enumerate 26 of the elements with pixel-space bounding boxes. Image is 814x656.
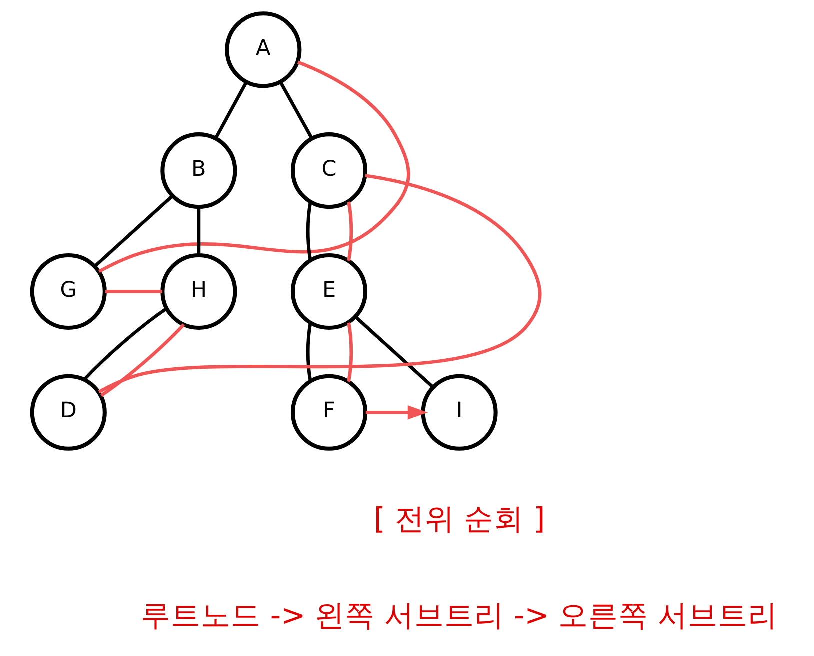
label: [ 전위 순회 ] — [373, 502, 545, 536]
connector — [346, 202, 353, 262]
connector — [214, 82, 248, 140]
node-circle: F — [290, 374, 368, 451]
node-circle: E — [290, 253, 368, 330]
connector — [354, 316, 434, 389]
connector — [98, 60, 410, 274]
node-circle: I — [420, 374, 498, 451]
connector — [104, 290, 162, 294]
node-circle: G — [30, 253, 106, 330]
connector — [306, 202, 312, 261]
connector — [93, 194, 174, 268]
connector — [278, 82, 314, 140]
node-circle: A — [224, 12, 302, 88]
node-circle: D — [30, 374, 106, 451]
node-circle: C — [290, 132, 368, 210]
connector — [98, 174, 542, 394]
connector — [82, 307, 168, 381]
node-circle: B — [160, 132, 237, 210]
connector — [100, 324, 185, 398]
connector — [346, 322, 353, 382]
connector — [196, 208, 200, 256]
node-circle: H — [160, 253, 237, 330]
label: 루트노드 -> 왼쪽 서브트리 -> 오른쪽 서브트리 — [140, 598, 778, 633]
arrow — [365, 406, 428, 420]
connector — [306, 322, 312, 382]
